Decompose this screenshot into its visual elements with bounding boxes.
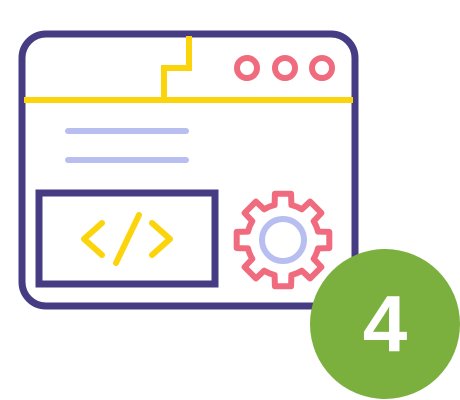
code-brackets-icon <box>35 189 219 288</box>
browser-window-icon <box>18 30 359 310</box>
window-dot <box>309 55 335 81</box>
step-number: 4 <box>362 279 408 368</box>
window-dot <box>272 55 298 81</box>
step-number-badge: 4 <box>310 249 460 399</box>
left-angle-bracket <box>81 220 105 258</box>
header-divider <box>24 36 353 103</box>
text-lines-icon <box>65 128 189 163</box>
right-angle-bracket <box>149 220 173 258</box>
gear-outline <box>233 190 333 290</box>
gear-center <box>259 216 307 264</box>
window-controls-icon <box>234 55 335 81</box>
window-dot <box>234 55 260 81</box>
code-box <box>35 189 219 288</box>
gear-icon <box>233 190 333 290</box>
slash <box>113 212 142 266</box>
